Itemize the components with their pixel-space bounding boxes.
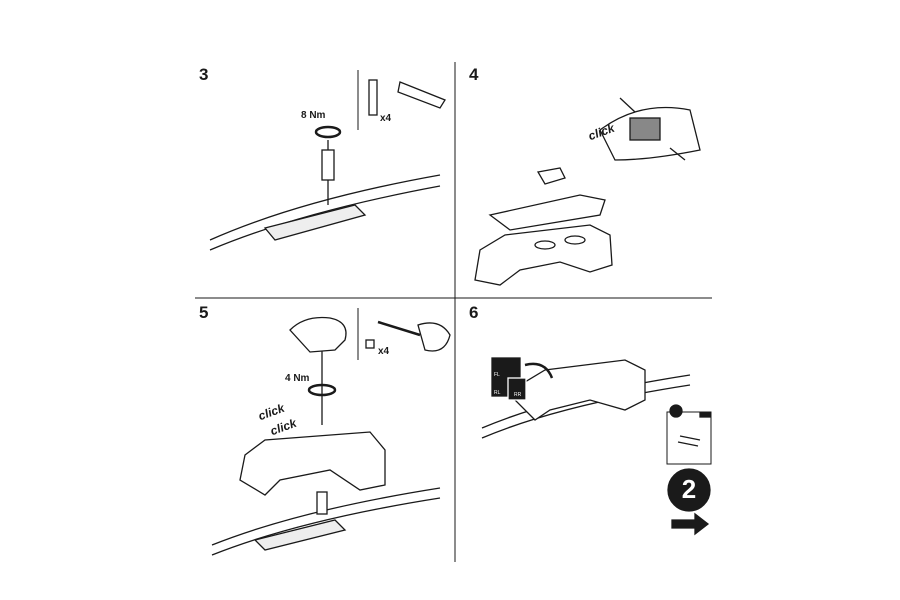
step-number-3: 3 [199,65,209,84]
torque-label: 4 Nm [285,373,310,384]
position-label-rl: RL [494,390,501,396]
step-number-5: 5 [199,303,209,322]
quantity-label: x4 [380,113,392,124]
step-number-4: 4 [469,65,479,84]
next-instructions-badge [667,468,711,512]
position-label-fl: FL [494,372,500,378]
arrow-right-icon [671,512,710,536]
quantity-label: x4 [378,346,390,357]
torque-label: 8 Nm [301,110,326,121]
position-label-rr: RR [514,392,522,398]
step5-foot [211,316,451,556]
next-instructions-number: 2 [681,474,697,504]
step3-rail [209,79,446,251]
rotate-arrow-icon [307,383,337,397]
rotate-arrow-icon [314,125,342,139]
step6-foot [481,357,712,536]
step4-foot [474,97,701,286]
step-number-6: 6 [469,303,479,322]
